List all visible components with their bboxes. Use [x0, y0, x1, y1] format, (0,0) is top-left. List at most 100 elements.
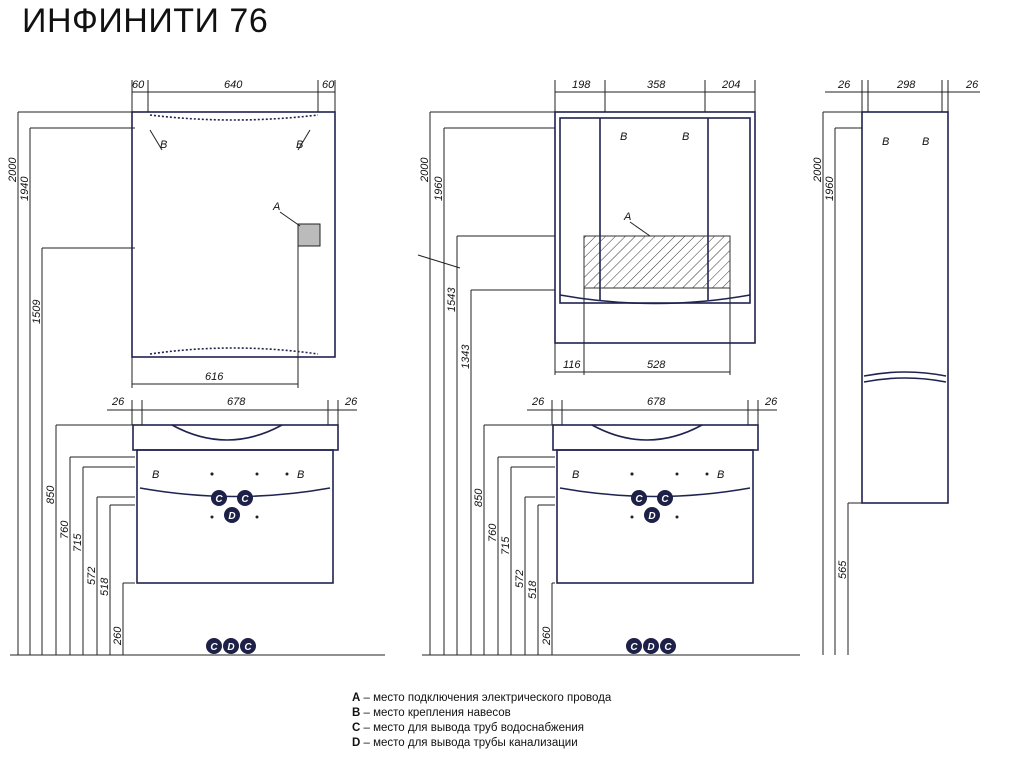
marker-d-icon	[223, 638, 239, 654]
dot	[630, 515, 634, 519]
height-label: 518	[527, 580, 539, 599]
marker-c-icon	[626, 638, 642, 654]
dot	[675, 515, 679, 519]
vanity-top	[552, 424, 759, 451]
height-label: 572	[86, 567, 98, 585]
marker-d-icon	[224, 507, 240, 523]
svg-text:198: 198	[572, 79, 591, 91]
height-label: 1960	[433, 176, 445, 201]
dot	[210, 515, 214, 519]
legend-item-d: D – место для вывода трубы канализации	[352, 737, 578, 749]
svg-text:B: B	[160, 139, 167, 151]
marker-label: C	[635, 494, 643, 505]
marker-c-icon	[660, 638, 676, 654]
svg-text:B: B	[682, 131, 689, 143]
height-label: 260	[112, 626, 124, 646]
svg-text:640: 640	[224, 79, 243, 91]
dot	[705, 472, 709, 476]
height-label: 2000	[7, 157, 19, 183]
height-label: 260	[541, 626, 553, 646]
svg-text:298: 298	[896, 79, 916, 91]
height-label: 850	[473, 488, 485, 507]
marker-d-icon	[644, 507, 660, 523]
svg-text:B: B	[882, 136, 889, 148]
svg-text:358: 358	[647, 79, 666, 91]
middle-mirror-cabinet: 198 358 204 116 528 B B A	[417, 79, 756, 375]
svg-text:B: B	[620, 131, 627, 143]
height-label: 715	[72, 533, 84, 552]
dimension-label: 26	[531, 396, 545, 408]
marker-label: C	[630, 642, 638, 653]
socket-area-a	[297, 223, 321, 247]
basin	[591, 424, 703, 441]
svg-text:A: A	[272, 201, 280, 213]
svg-text:528: 528	[647, 359, 666, 371]
dimension-label: 26	[344, 396, 358, 408]
height-label: 760	[487, 523, 499, 542]
height-label: 1509	[31, 300, 43, 324]
dot	[630, 472, 634, 476]
svg-text:616: 616	[205, 371, 224, 383]
marker-label: C	[661, 494, 669, 505]
marker-c-icon	[631, 490, 647, 506]
height-label: 2000	[812, 157, 824, 183]
drawer-curve	[559, 487, 751, 498]
svg-text:60: 60	[322, 79, 335, 91]
marker-d-icon	[643, 638, 659, 654]
svg-text:B: B	[296, 139, 303, 151]
height-label: 2000	[419, 157, 431, 183]
height-label: 518	[99, 577, 111, 596]
height-label: 565	[837, 560, 849, 579]
marker-label: D	[647, 642, 654, 653]
height-label: 1960	[824, 176, 836, 201]
marker-label: D	[228, 511, 235, 522]
svg-text:26: 26	[965, 79, 979, 91]
dimension-label: 26	[764, 396, 778, 408]
legend-item-c: C – место для вывода труб водоснабжения	[352, 722, 584, 734]
dimension-label: 678	[227, 396, 246, 408]
drawer-curve	[139, 487, 331, 498]
svg-text:A: A	[623, 211, 631, 223]
svg-text:B: B	[922, 136, 929, 148]
marker-b-label: B	[152, 469, 159, 481]
marker-label: D	[648, 511, 655, 522]
marker-label: C	[215, 494, 223, 505]
legend: A – место подключения электрического про…	[352, 691, 611, 751]
vanity-body	[136, 449, 334, 584]
height-label: 1543	[446, 287, 458, 312]
height-label: 850	[45, 485, 57, 504]
svg-text:60: 60	[132, 79, 145, 91]
vanity-body	[556, 449, 754, 584]
marker-label: D	[227, 642, 234, 653]
height-label: 760	[59, 520, 71, 539]
page-title: ИНФИНИТИ 76	[22, 2, 269, 40]
marker-c-icon	[240, 638, 256, 654]
marker-c-icon	[211, 490, 227, 506]
marker-label: C	[210, 642, 218, 653]
marker-label: C	[241, 494, 249, 505]
dot	[255, 472, 259, 476]
marker-label: C	[244, 642, 252, 653]
legend-item-b: B – место крепления навесов	[352, 707, 511, 719]
svg-text:204: 204	[721, 79, 740, 91]
dimension-label: 678	[647, 396, 666, 408]
dimension-label: 26	[111, 396, 125, 408]
dot	[210, 472, 214, 476]
marker-c-icon	[237, 490, 253, 506]
right-column-cabinet: 26 298 26 B B	[825, 79, 980, 504]
marker-label: C	[664, 642, 672, 653]
marker-b-label: B	[297, 469, 304, 481]
dot	[675, 472, 679, 476]
svg-text:116: 116	[563, 359, 581, 371]
legend-item-a: A – место подключения электрического про…	[352, 692, 612, 704]
dot	[255, 515, 259, 519]
height-label: 715	[500, 536, 512, 555]
height-label: 1343	[460, 344, 472, 369]
svg-text:26: 26	[837, 79, 851, 91]
dot	[285, 472, 289, 476]
left-mirror: 60 640 60 616 B B A	[131, 79, 336, 388]
marker-c-icon	[657, 490, 673, 506]
marker-c-icon	[206, 638, 222, 654]
height-label: 1940	[19, 176, 31, 201]
